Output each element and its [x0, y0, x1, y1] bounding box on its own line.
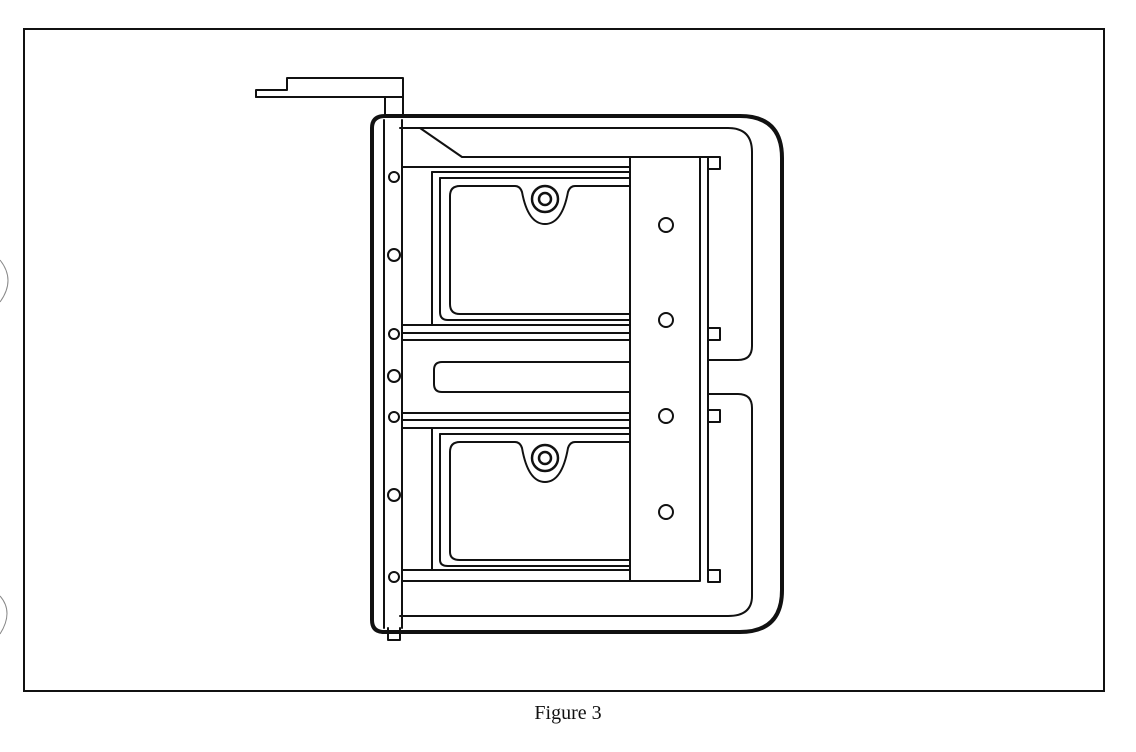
binding-hole-mark: [0, 259, 9, 303]
outer-housing: [370, 114, 784, 634]
figure-frame: [23, 28, 1105, 692]
rail-hole: [387, 171, 401, 583]
binding-hole-mark: [0, 595, 8, 635]
inner-frame: [401, 166, 631, 582]
mounting-bracket: [255, 77, 404, 117]
center-slot: [433, 361, 631, 393]
figure-caption: Figure 3: [534, 702, 602, 724]
upper-pocket: [431, 171, 631, 321]
left-rail: [383, 119, 403, 641]
clamp-screw-hole: [658, 217, 674, 520]
clamp-bar: [629, 156, 721, 583]
lower-pocket: [431, 427, 631, 567]
